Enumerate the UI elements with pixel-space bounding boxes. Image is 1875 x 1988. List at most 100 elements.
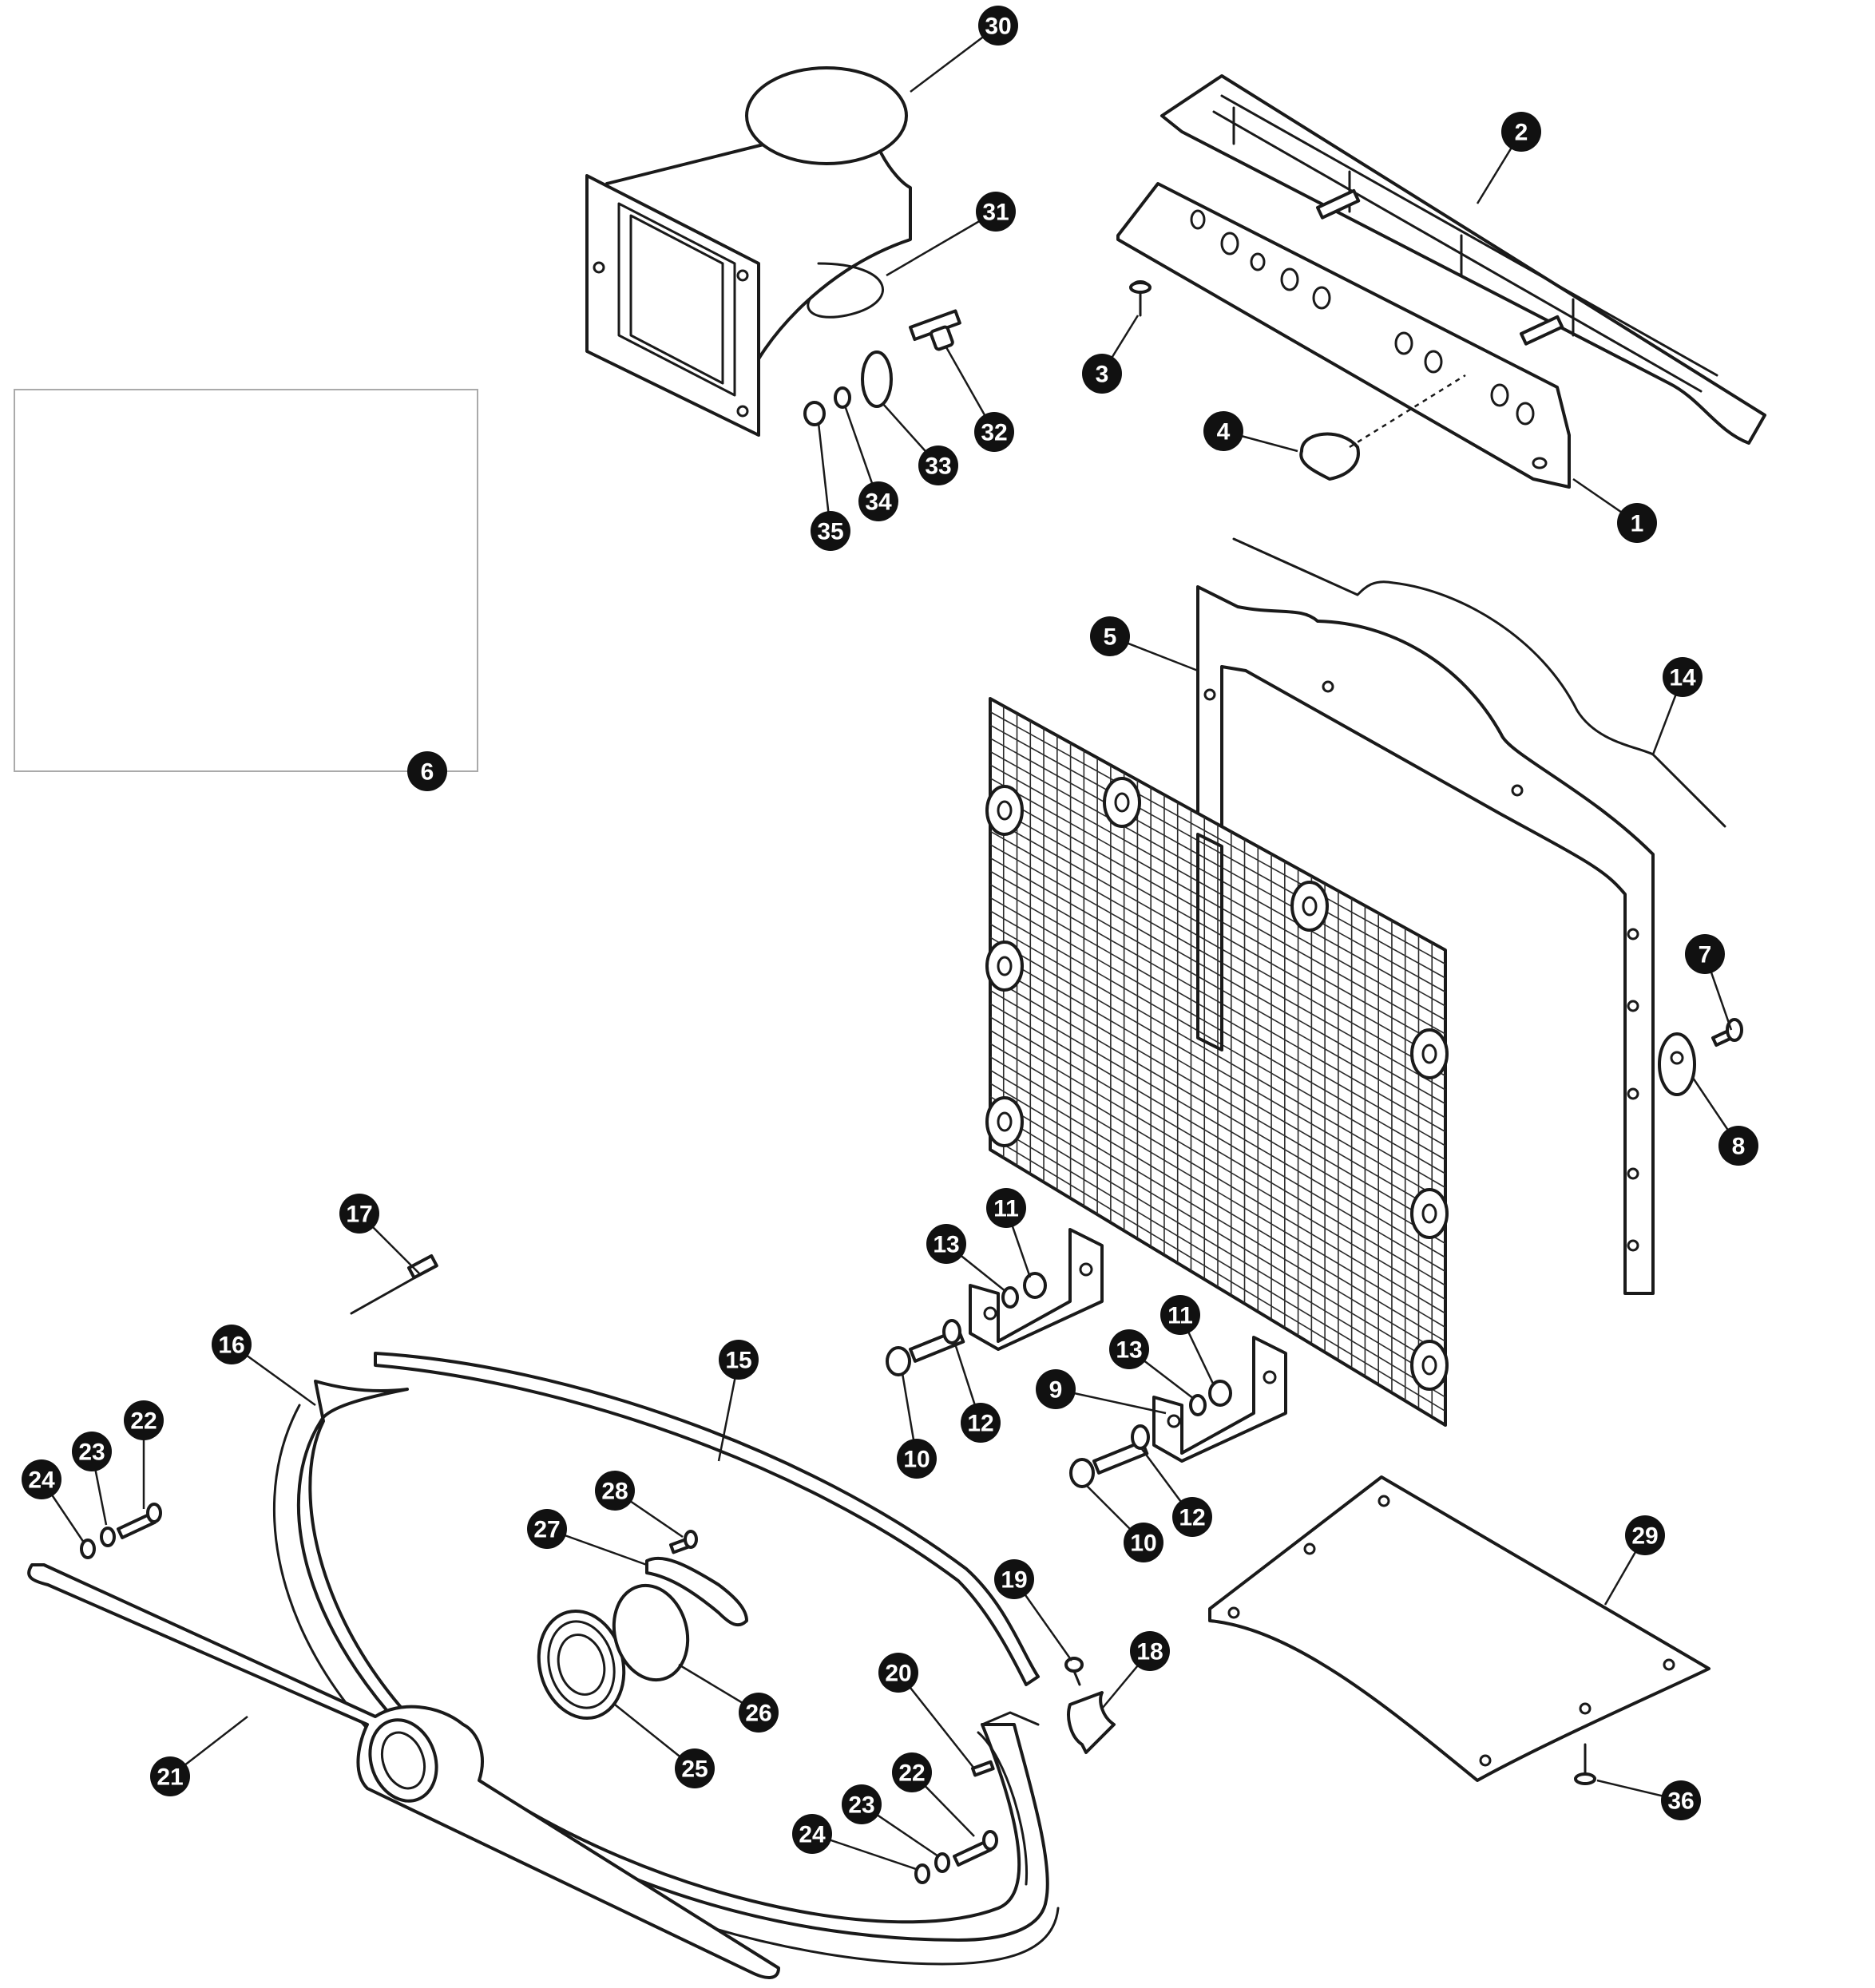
callout-marker [792, 1814, 832, 1854]
mesh-tab-hole [997, 956, 1013, 976]
callout-marker [1663, 657, 1703, 697]
part-34-spring-washer [834, 386, 851, 409]
callout-24: 24 [22, 1459, 61, 1499]
mesh-horizontal-line [989, 711, 1446, 965]
callout-marker [926, 1224, 966, 1264]
part-3-screw [1129, 280, 1152, 317]
mesh-horizontal-line [989, 937, 1446, 1202]
callout-33: 33 [918, 446, 958, 485]
callout-32: 32 [974, 412, 1014, 452]
callout-1: 1 [1617, 503, 1657, 543]
callout-7: 7 [1685, 934, 1725, 974]
callout-marker [150, 1756, 190, 1796]
part-14-seal-strip [1232, 537, 1726, 828]
callout-3: 3 [1082, 354, 1122, 394]
callout-marker [1082, 354, 1122, 394]
callout-label: 24 [799, 1822, 826, 1848]
mesh-tab-hole [1114, 792, 1130, 813]
callout-label: 14 [1669, 665, 1696, 691]
callout-14: 14 [1663, 657, 1703, 697]
callout-label: 7 [1699, 942, 1712, 968]
part-20-screw [970, 1760, 995, 1777]
mesh-horizontal-line [989, 764, 1446, 1021]
callout-36: 36 [1661, 1780, 1701, 1820]
callout-label: 8 [1732, 1134, 1746, 1160]
callout-label: 19 [1001, 1567, 1027, 1594]
callout-19: 19 [994, 1559, 1034, 1599]
mesh-horizontal-line [989, 804, 1446, 1063]
callout-15: 15 [719, 1340, 759, 1380]
part-11-nut-lower [1208, 1380, 1232, 1407]
callout-30: 30 [978, 6, 1018, 46]
callout-label: 5 [1104, 624, 1117, 651]
part-12-washer-lower [1131, 1424, 1150, 1450]
callout-marker [878, 1653, 918, 1693]
callout-marker [1203, 411, 1243, 451]
mesh-horizontal-line [989, 1135, 1446, 1412]
callout-label: 12 [967, 1411, 993, 1437]
callout-marker [1661, 1780, 1701, 1820]
part-6-placeholder-box [14, 389, 478, 772]
callout-label: 2 [1515, 120, 1528, 146]
callout-marker [339, 1194, 379, 1234]
mesh-tab-hole [997, 800, 1013, 821]
mesh-tab [1410, 1028, 1449, 1079]
callout-31: 31 [976, 192, 1016, 232]
part-18-clip [1067, 1691, 1116, 1754]
callout-marker [1109, 1329, 1149, 1369]
leader-line-20 [898, 1672, 975, 1769]
part-24-washer-left [80, 1539, 96, 1559]
part-23-washer-left [100, 1527, 116, 1547]
mesh-horizontal-line [989, 870, 1446, 1133]
callout-label: 22 [898, 1760, 925, 1787]
callout-label: 22 [130, 1408, 157, 1435]
mesh-tab-hole [1302, 896, 1318, 917]
callout-label: 18 [1136, 1639, 1163, 1665]
callout-label: 34 [865, 489, 892, 516]
callout-13: 13 [1109, 1329, 1149, 1369]
callout-label: 26 [745, 1701, 771, 1727]
callout-8: 8 [1718, 1126, 1758, 1166]
mesh-horizontal-line [989, 897, 1446, 1161]
callout-4: 4 [1203, 411, 1243, 451]
part-24-washer-right [914, 1863, 930, 1884]
callout-marker [675, 1748, 715, 1788]
callout-17: 17 [339, 1194, 379, 1234]
part-8-washer-plate [1658, 1032, 1696, 1096]
part-2-vent-grille [1160, 74, 1766, 445]
callout-10: 10 [897, 1439, 937, 1479]
part-11-nut-upper [1023, 1272, 1047, 1299]
callout-34: 34 [858, 481, 898, 521]
callout-marker [719, 1340, 759, 1380]
part-12-washer-upper [942, 1319, 961, 1344]
mesh-tab-hole [1421, 1044, 1437, 1064]
part-17-pin [350, 1253, 438, 1315]
callout-5: 5 [1090, 616, 1130, 656]
callout-label: 15 [725, 1348, 751, 1374]
callout-label: 36 [1667, 1788, 1694, 1815]
callout-marker [1718, 1126, 1758, 1166]
callout-12: 12 [961, 1403, 1001, 1443]
callout-22: 22 [892, 1752, 932, 1792]
callout-markers: 1234567891010111112121313141516171819202… [22, 6, 1758, 1854]
callout-label: 21 [157, 1764, 183, 1791]
mesh-horizontal-line [989, 1043, 1446, 1314]
part-13-washer-upper [1001, 1286, 1019, 1309]
callout-11: 11 [1160, 1295, 1200, 1335]
callout-marker [811, 511, 850, 551]
mesh-horizontal-line [989, 738, 1446, 993]
callout-marker [124, 1400, 164, 1440]
part-9-bracket-upper [969, 1228, 1104, 1351]
callout-23: 23 [72, 1432, 112, 1471]
part-23-washer-right [934, 1852, 950, 1873]
callout-label: 29 [1631, 1523, 1658, 1550]
mesh-horizontal-line [989, 923, 1446, 1189]
callout-22: 22 [124, 1400, 164, 1440]
callout-label: 20 [885, 1661, 911, 1687]
callout-label: 27 [533, 1517, 560, 1543]
callout-6: 6 [407, 751, 447, 791]
part-22-bolt-right [953, 1830, 998, 1867]
callout-23: 23 [842, 1784, 882, 1824]
callout-label: 12 [1179, 1505, 1205, 1531]
